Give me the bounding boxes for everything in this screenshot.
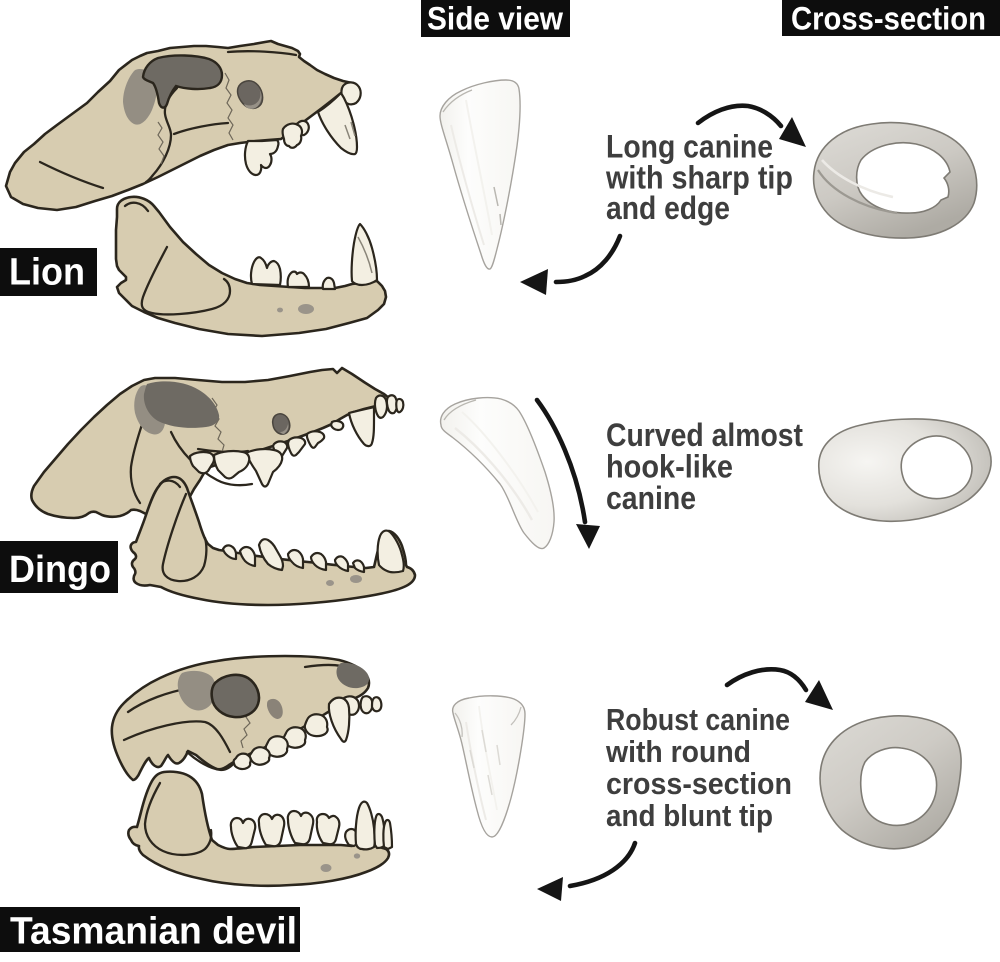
svg-text:cross-section: cross-section	[606, 767, 792, 801]
svg-text:Robust canine: Robust canine	[606, 703, 790, 737]
svg-text:Long canine: Long canine	[606, 129, 773, 165]
svg-text:with sharp tip: with sharp tip	[605, 160, 793, 196]
svg-text:Side view: Side view	[427, 1, 563, 37]
svg-text:Tasmanian devil: Tasmanian devil	[10, 911, 297, 953]
svg-text:hook-like: hook-like	[606, 449, 733, 485]
svg-text:Lion: Lion	[9, 252, 85, 294]
svg-text:Curved almost: Curved almost	[606, 417, 803, 453]
svg-text:and edge: and edge	[606, 190, 730, 226]
svg-text:Dingo: Dingo	[9, 549, 111, 591]
svg-text:and blunt tip: and blunt tip	[606, 799, 773, 833]
svg-text:canine: canine	[606, 480, 696, 516]
svg-text:with round: with round	[605, 735, 751, 769]
svg-text:Cross-section: Cross-section	[791, 1, 986, 37]
